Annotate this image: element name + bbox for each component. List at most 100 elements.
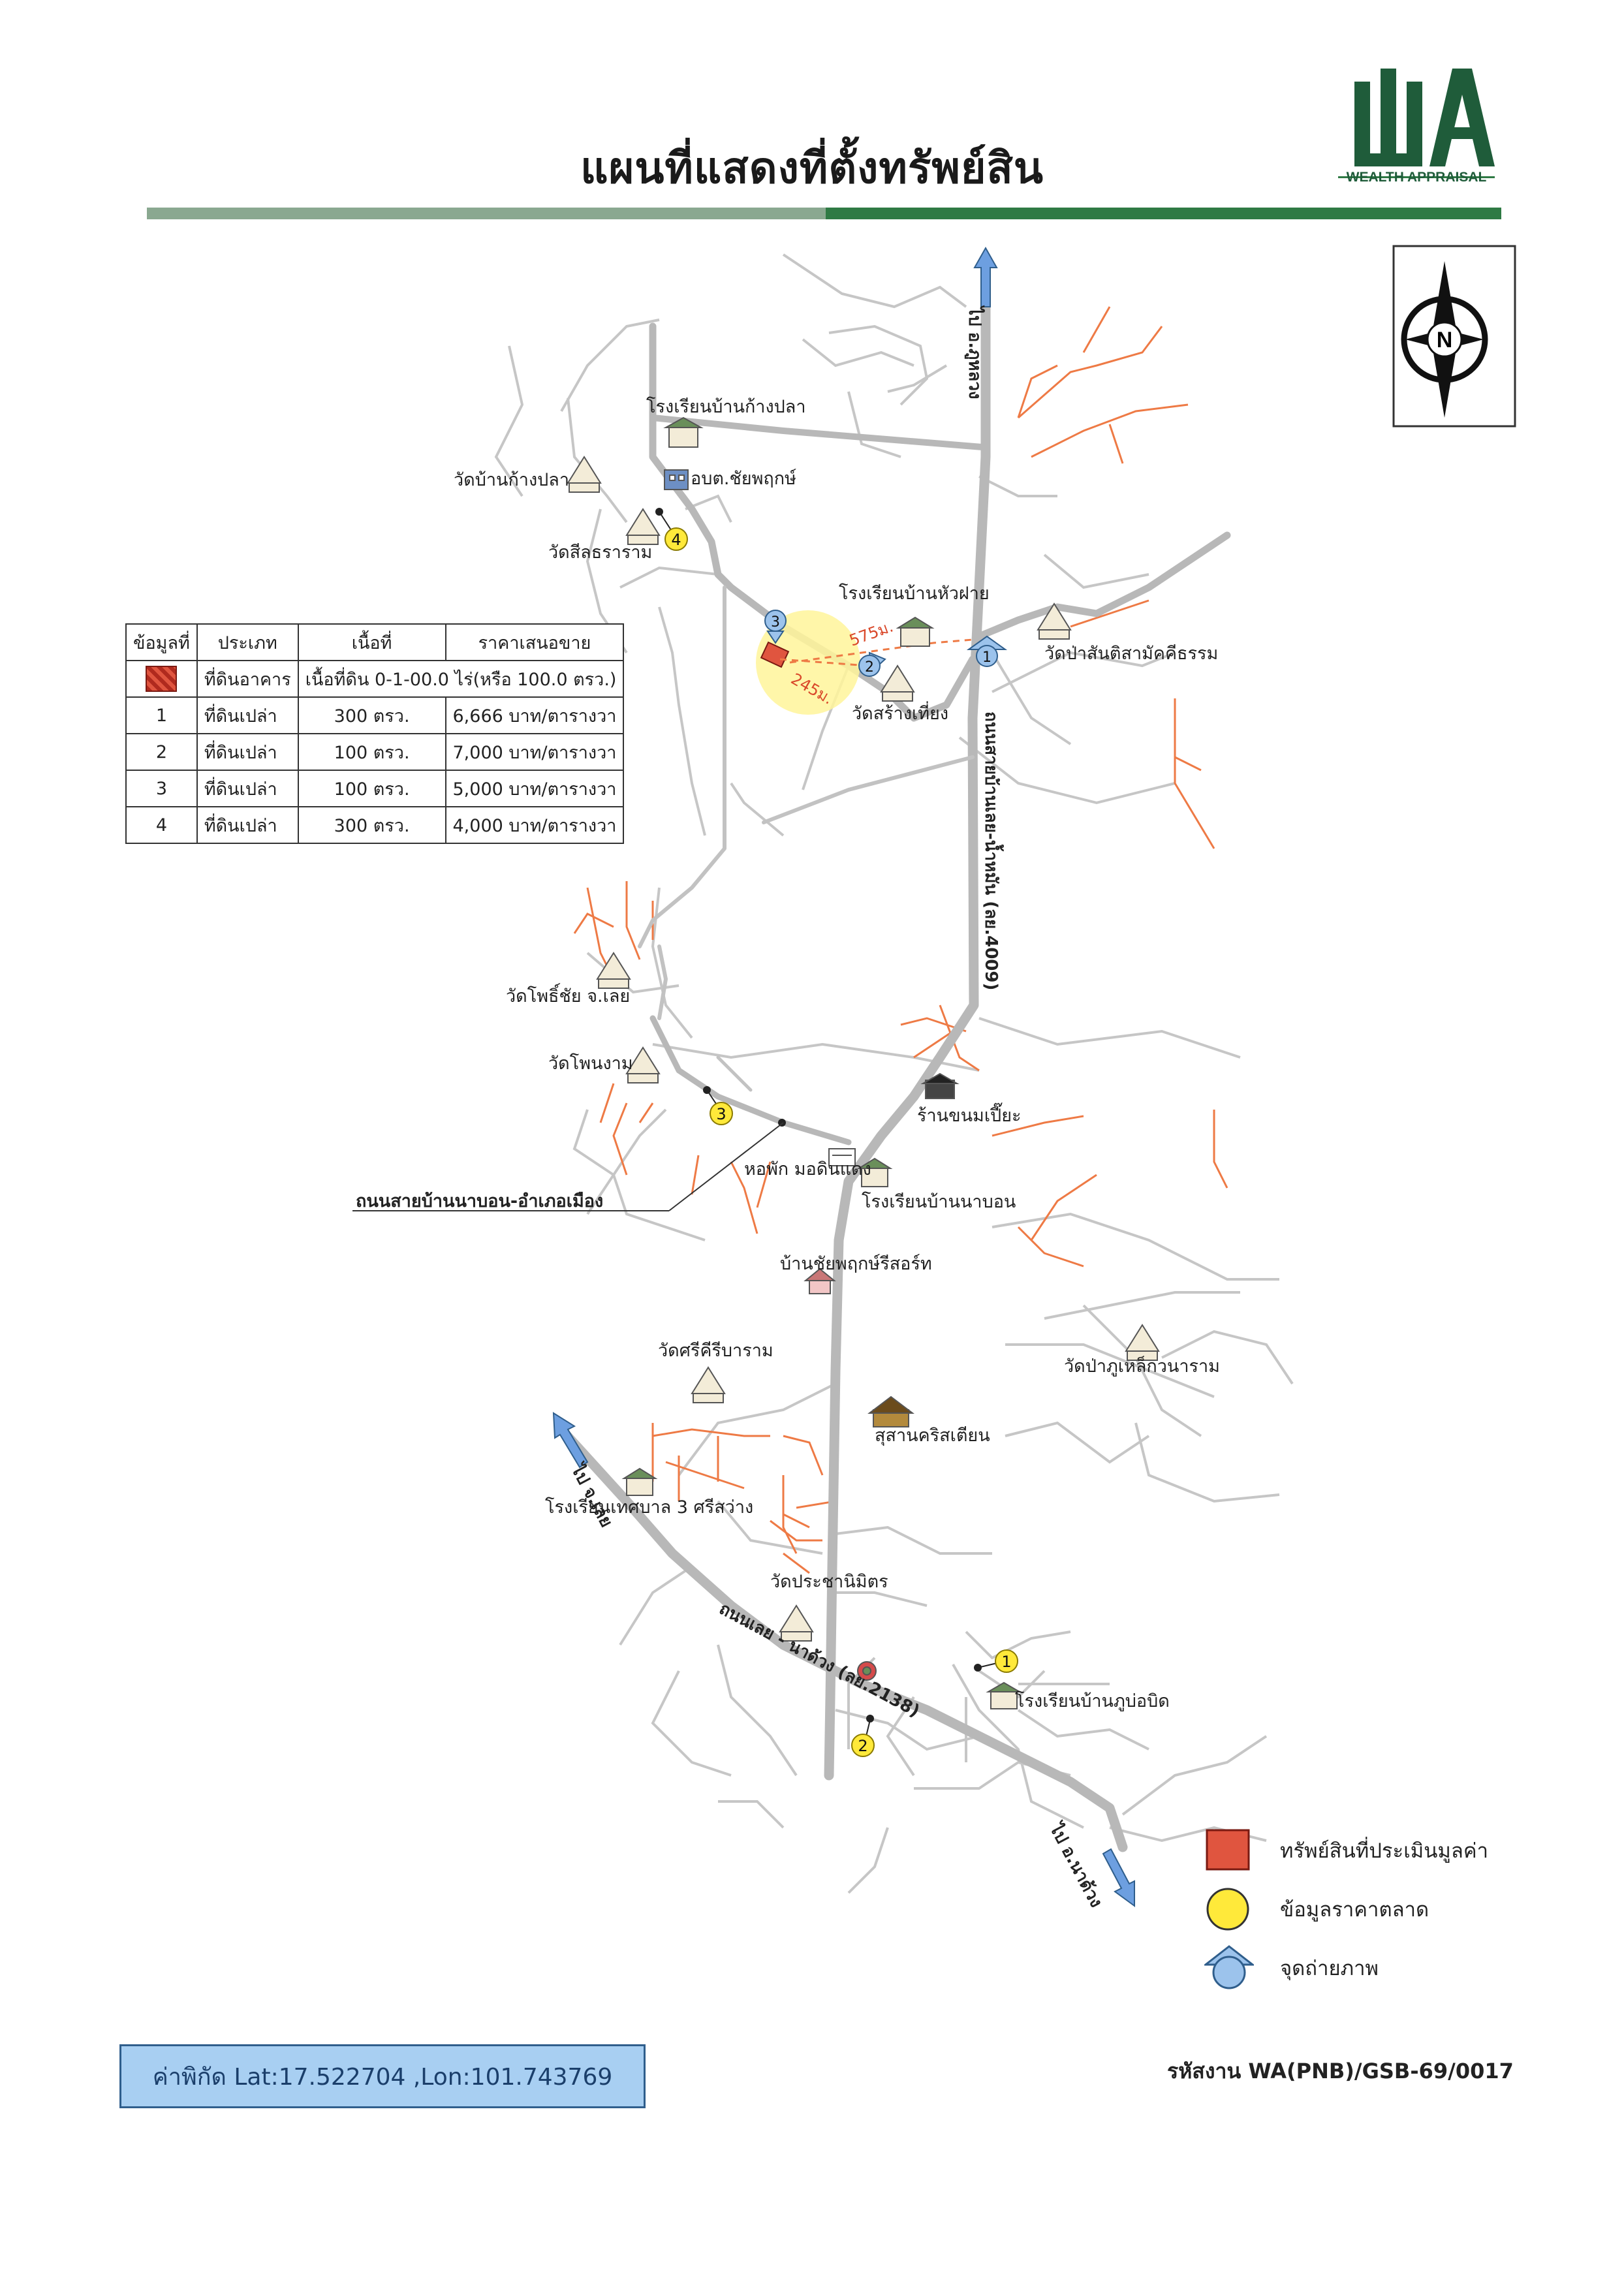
cell-area: เนื้อที่ดิน 0-1-00.0 ไร่(หรือ 100.0 ตรว.…: [297, 660, 625, 698]
arrow-loei-icon: [552, 1412, 589, 1469]
market-point-2: 2: [851, 1715, 875, 1757]
photo-point-3: 3: [764, 610, 787, 644]
key-photo-label: จุดถ่ายภาพ: [1280, 1957, 1379, 1980]
key-market-label: ข้อมูลราคาตลาด: [1280, 1898, 1429, 1922]
arrow-north-icon: [973, 246, 998, 307]
label-shop-khanom: ร้านขนมเปี๊ยะ: [917, 1102, 1022, 1126]
svg-text:1: 1: [1001, 1653, 1011, 1671]
label-school-tessaban: โรงเรียนเทศบาล 3 ศรีสว่าง: [545, 1497, 753, 1518]
market-data-table: ข้อมูลที่ ประเภท เนื้อที่ ราคาเสนอขาย ที…: [125, 623, 625, 844]
map-text-labels: โรงเรียนบ้านก้างปลา วัดบ้านก้างปลา อบต.ช…: [454, 397, 1220, 1711]
svg-text:2: 2: [858, 1737, 867, 1755]
coordinates-text: ค่าพิกัด Lat:17.522704 ,Lon:101.743769: [152, 2063, 613, 2091]
label-wat-pasan: วัดป่าสันติสามัคคีธรรม: [1044, 644, 1218, 664]
cell-no: 1: [125, 696, 198, 734]
subject-square-icon: [1206, 1829, 1250, 1871]
cemetery-icon: [867, 1395, 914, 1427]
temple-icon: [596, 952, 631, 989]
cell-price: 6,666 บาท/ตารางวา: [445, 696, 625, 734]
cell-area: 300 ตรว.: [297, 806, 446, 844]
landmark-icons: [567, 416, 1160, 1709]
cell-area: 300 ตรว.: [297, 696, 446, 734]
road-callout-line: [668, 1122, 784, 1211]
cell-type: ที่ดินเปล่า: [196, 806, 299, 844]
cell-no: 2: [125, 733, 198, 771]
temple-icon: [1037, 602, 1072, 640]
svg-text:2: 2: [865, 659, 874, 676]
label-road-north: ไป อ.ภูหลวง: [964, 305, 986, 399]
distance-575-label: 575ม.: [847, 617, 896, 650]
dorm-icon: [828, 1148, 856, 1166]
temple-icon: [625, 1046, 661, 1083]
north-arrow-icon: N: [1392, 245, 1516, 428]
logo-caption: WEALTH APPRAISAL: [1346, 170, 1487, 185]
title-underline-grey: [147, 208, 826, 219]
school-icon: [986, 1681, 1022, 1709]
school-icon: [621, 1467, 658, 1496]
shop-icon: [920, 1072, 960, 1099]
svg-text:4: 4: [671, 531, 681, 549]
key-subject-label: ทรัพย์สินที่ประเมินมูลค่า: [1280, 1839, 1489, 1863]
label-to-naduang: ไป อ.นาด้วง: [1044, 1818, 1107, 1911]
header-no: ข้อมูลที่: [125, 623, 198, 661]
cell-price: 7,000 บาท/ตารางวา: [445, 733, 625, 771]
label-wat-sangtiang: วัดสร้างเที่ยง: [852, 701, 948, 724]
table-row: 1 ที่ดินเปล่า 300 ตรว. 6,666 บาท/ตารางวา: [125, 696, 625, 734]
label-wat-phosai: วัดโพธิ์ชัย จ.เลย: [506, 983, 630, 1006]
label-resort: บ้านชัยพฤกษ์รีสอร์ท: [780, 1253, 932, 1274]
cell-type: ที่ดินเปล่า: [196, 770, 299, 807]
temple-icon: [625, 508, 661, 545]
label-dorm: หอพัก มอดินแดง: [744, 1159, 871, 1179]
cell-type: ที่ดินอาคาร: [196, 660, 299, 698]
compass-n-label: N: [1437, 328, 1453, 352]
cell-area: 100 ตรว.: [297, 770, 446, 807]
table-row: 3 ที่ดินเปล่า 100 ตรว. 5,000 บาท/ตารางวา: [125, 770, 625, 807]
cell-price: 5,000 บาท/ตารางวา: [445, 770, 625, 807]
label-wat-pracha: วัดประชานิมิตร: [770, 1572, 888, 1592]
photo-point-icon: [1204, 1945, 1254, 1989]
coordinates-box: ค่าพิกัด Lat:17.522704 ,Lon:101.743769: [119, 2044, 646, 2108]
main-roads: [556, 256, 1231, 1852]
cell-price: 4,000 บาท/ตารางวา: [445, 806, 625, 844]
label-school-kangpla: โรงเรียนบ้านก้างปลา: [646, 397, 806, 417]
subject-swatch-icon: [146, 666, 178, 692]
label-wat-phonngam: วัดโพนงาม: [548, 1053, 633, 1074]
label-road-4009: ถนนสายบ้านเลย-น้ำหมัน (ลย.4009): [981, 711, 1005, 990]
subject-swatch: [125, 660, 198, 698]
job-code: รหัสงาน WA(PNB)/GSB-69/0017: [1167, 2059, 1514, 2083]
photo-points: 1 2 3: [764, 610, 1008, 677]
label-cemetery: สุสานคริสเตียน: [875, 1426, 990, 1446]
key-photo: จุดถ่ายภาพ: [1204, 1945, 1379, 1991]
subject-highlight: [756, 610, 860, 715]
temple-icon: [1125, 1324, 1160, 1361]
label-wat-srikhiri: วัดศรีคีรีบาราม: [658, 1341, 773, 1361]
school-icon: [856, 1157, 893, 1187]
label-road-nabon: ถนนสายบ้านนาบอน-อำเภอเมือง: [356, 1191, 604, 1211]
photo-point-1: 1: [966, 635, 1008, 667]
resort-icon: [804, 1268, 836, 1294]
temple-icon: [880, 664, 915, 702]
road-direction-arrows: [552, 246, 1135, 1907]
header-type: ประเภท: [196, 623, 299, 661]
svg-text:3: 3: [716, 1105, 726, 1123]
label-school-huafai: โรงเรียนบ้านหัวฝาย: [839, 584, 990, 604]
wealth-appraisal-logo: [1338, 69, 1495, 178]
page-title: แผนที่แสดงที่ตั้งทรัพย์สิน: [580, 143, 1044, 193]
cell-area: 100 ตรว.: [297, 733, 446, 771]
label-wat-sila: วัดสีลธราราม: [548, 542, 652, 563]
school-icon: [663, 416, 704, 448]
market-point-3: 3: [703, 1086, 786, 1127]
government-office-icon: [664, 469, 689, 490]
header-area: เนื้อที่: [297, 623, 446, 661]
cell-no: 3: [125, 770, 198, 807]
distance-line-245: [779, 658, 869, 667]
label-school-nabon: โรงเรียนบ้านนาบอน: [862, 1192, 1016, 1212]
header-price: ราคาเสนอขาย: [445, 623, 625, 661]
table-row: 2 ที่ดินเปล่า 100 ตรว. 7,000 บาท/ตารางวา: [125, 733, 625, 771]
title-underline-green: [826, 208, 1501, 219]
market-point-4: 4: [655, 508, 688, 551]
cell-no: 4: [125, 806, 198, 844]
distance-line-575: [789, 638, 973, 664]
label-wat-kangpla: วัดบ้านก้างปลา: [454, 470, 569, 490]
